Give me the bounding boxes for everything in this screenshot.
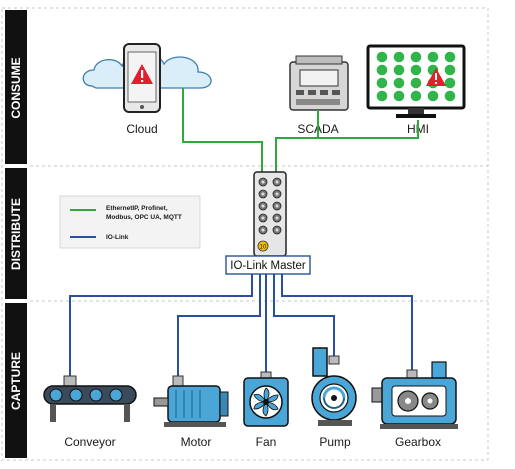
gearbox-icon (371, 361, 458, 429)
cloud-label: Cloud (126, 122, 157, 136)
motor-label: Motor (181, 435, 212, 449)
master-ports (258, 177, 282, 235)
master-badge-text: 10 (260, 245, 267, 251)
io-link-master-label: IO-Link Master (230, 260, 306, 272)
iolink-line-motor (177, 274, 261, 378)
band-consume-label: CONSUME (9, 57, 23, 118)
hmi-status-dot (444, 77, 456, 89)
io-link-master-device-icon: 10 (253, 171, 287, 257)
fan-blade (253, 401, 267, 410)
iolink-line-pump (273, 274, 335, 360)
master-badge-icon (257, 240, 269, 252)
band-capture-label: CAPTURE (9, 352, 23, 410)
hmi-status-dot (376, 64, 388, 76)
fan-icon (243, 371, 289, 427)
hmi-status-dot (410, 64, 422, 76)
hmi-alert-icon (426, 68, 446, 86)
conveyor-label: Conveyor (64, 435, 115, 449)
legend-ethernet-line2: Modbus, OPC UA, MQTT (106, 214, 182, 221)
band-consume: CONSUME (5, 10, 27, 164)
io-link-connections (69, 274, 413, 378)
fan-blade (253, 393, 267, 403)
legend-iolink: IO-Link (106, 234, 129, 241)
band-capture: CAPTURE (5, 303, 27, 458)
hmi-status-dot (393, 90, 405, 102)
fan-blade (263, 387, 270, 403)
scada-controller-icon (289, 55, 349, 111)
fan-label: Fan (256, 435, 277, 449)
gearbox-label: Gearbox (395, 435, 441, 449)
master-port-pin (261, 204, 265, 208)
master-port-pin (261, 192, 265, 196)
band-distribute-label: DISTRIBUTE (9, 198, 23, 270)
ethernet-line-cloud (182, 88, 263, 172)
master-port-pin (261, 228, 265, 232)
pump-label: Pump (319, 435, 351, 449)
io-link-master-label-box: IO-Link Master (225, 255, 311, 275)
iolink-line-gearbox (281, 274, 413, 372)
outer-frame (1, 7, 489, 461)
master-port-pin (275, 180, 279, 184)
hmi-status-dot (376, 90, 388, 102)
hmi-status-dot (427, 51, 439, 63)
conveyor-icon (43, 375, 137, 422)
hmi-status-dot (393, 77, 405, 89)
master-port-pin (261, 216, 265, 220)
pump-icon (311, 347, 357, 426)
master-port-pin (275, 204, 279, 208)
fan-blades (253, 387, 279, 417)
hmi-status-dot (427, 90, 439, 102)
master-port-pin (275, 192, 279, 196)
hmi-status-dot (376, 77, 388, 89)
hmi-status-dot (444, 64, 456, 76)
hmi-status-dot (376, 51, 388, 63)
protocol-legend: EthernetIP, Profinet, Modbus, OPC UA, MQ… (59, 195, 201, 249)
hmi-status-dot (444, 51, 456, 63)
hmi-status-dot (393, 51, 405, 63)
fan-blade (262, 401, 269, 417)
hmi-status-dot (444, 90, 456, 102)
master-port-pin (261, 180, 265, 184)
fan-blade (265, 394, 279, 403)
legend-ethernet-line1: EthernetIP, Profinet, (106, 205, 168, 212)
hmi-status-dot (393, 64, 405, 76)
hmi-status-dot (410, 90, 422, 102)
iolink-line-conveyor (69, 274, 253, 378)
smartphone-icon (123, 43, 161, 113)
motor-icon (153, 375, 229, 427)
hmi-status-dot (410, 77, 422, 89)
ethernet-line-scada (275, 110, 319, 172)
hmi-monitor-icon (366, 44, 466, 118)
master-port-pin (275, 228, 279, 232)
ethernet-line-hmi (318, 120, 419, 139)
hmi-status-dot (410, 51, 422, 63)
ethernet-connections (182, 88, 419, 172)
fan-blade (265, 401, 279, 411)
band-distribute: DISTRIBUTE (5, 168, 27, 299)
master-port-pin (275, 216, 279, 220)
